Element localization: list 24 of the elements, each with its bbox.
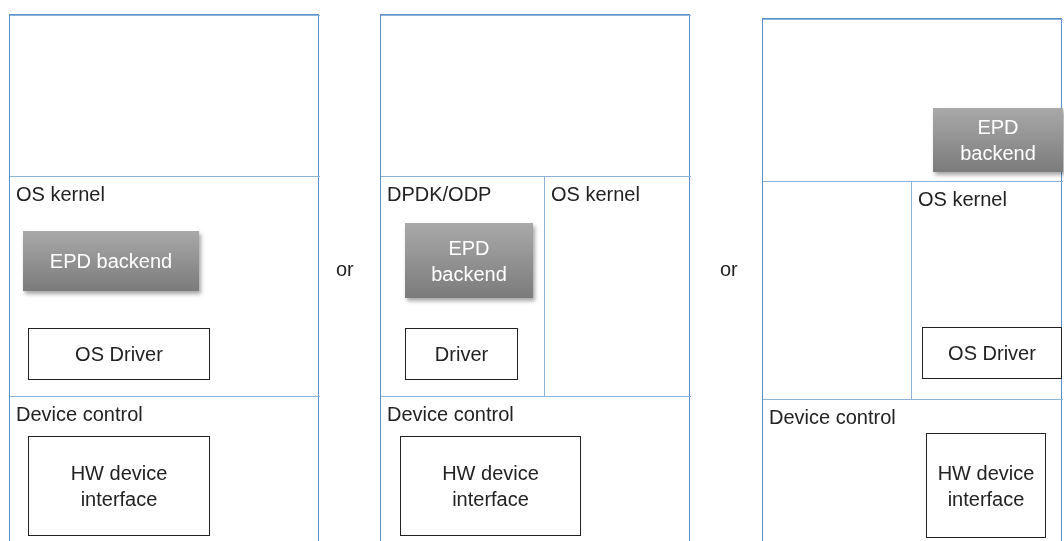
layer-region — [544, 176, 691, 396]
component-box: Driver — [405, 328, 518, 380]
layer-title: OS kernel — [918, 188, 1007, 211]
layer-title: DPDK/ODP — [387, 183, 492, 206]
component-box: OS Driver — [922, 327, 1062, 379]
backend-block: EPD backend — [23, 231, 199, 291]
component-box: OS Driver — [28, 328, 210, 380]
stack-panel — [9, 14, 319, 541]
backend-block: EPD backend — [933, 108, 1063, 172]
stack-panel — [380, 14, 690, 541]
component-box: HW device interface — [400, 436, 581, 536]
layer-region — [763, 399, 1063, 541]
layer-title: Device control — [769, 406, 896, 429]
layer-region — [911, 181, 1063, 399]
layer-title: Device control — [387, 403, 514, 426]
component-box: HW device interface — [926, 433, 1046, 538]
component-box: HW device interface — [28, 436, 210, 536]
separator-word: or — [336, 258, 354, 281]
layer-title: Device control — [16, 403, 143, 426]
backend-block: EPD backend — [405, 223, 533, 298]
separator-word: or — [720, 258, 738, 281]
layer-title: OS kernel — [16, 183, 105, 206]
stack-panel — [762, 18, 1062, 541]
layer-title: OS kernel — [551, 183, 640, 206]
